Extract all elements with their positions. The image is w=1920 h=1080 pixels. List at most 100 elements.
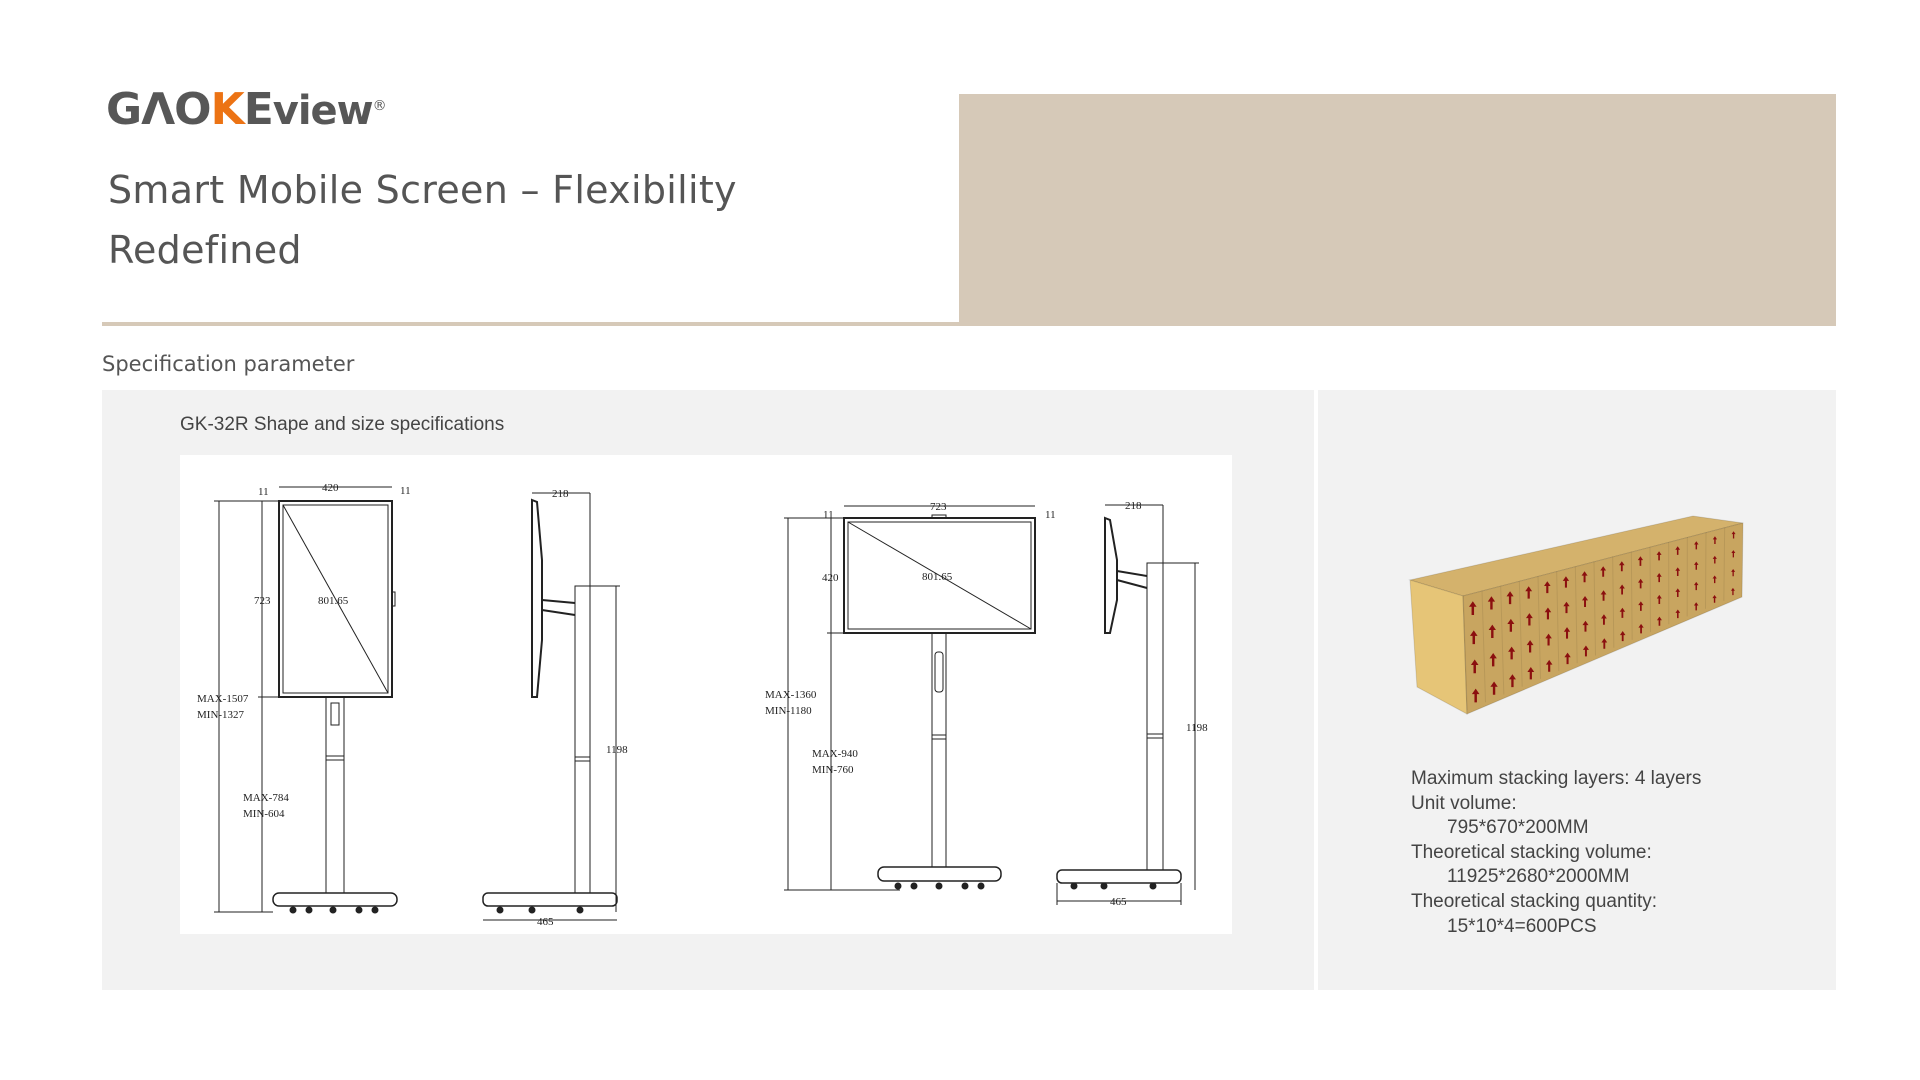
landscape-front-view: 723 11 11 420 801.65 MAX-1360 MIN-1180 M… — [765, 501, 1056, 891]
spec-stack-quantity: 15*10*4=600PCS — [1447, 915, 1597, 937]
stand-base — [482, 892, 618, 907]
this-side-up-arrow-icon — [1469, 601, 1477, 616]
dim-diagonal: 801.65 — [318, 595, 349, 607]
this-side-up-arrow-icon — [1656, 594, 1662, 604]
dim-pole-height: 1198 — [606, 744, 628, 756]
carton-seam — [1593, 561, 1596, 656]
dim-total-min: MIN-1180 — [765, 705, 812, 717]
this-side-up-arrow-icon — [1694, 541, 1699, 550]
dim-total-min: MIN-1327 — [197, 709, 245, 721]
dim-bezel-left: 11 — [823, 509, 834, 521]
spec-label: Theoretical stacking volume: — [1411, 841, 1652, 863]
this-side-up-arrow-icon — [1693, 581, 1699, 591]
dim-bezel-right: 11 — [400, 485, 411, 497]
this-side-up-arrow-icon — [1675, 588, 1681, 598]
this-side-up-arrow-icon — [1563, 627, 1571, 639]
this-side-up-arrow-icon — [1619, 607, 1626, 618]
this-side-up-arrow-icon — [1487, 596, 1496, 610]
this-side-up-arrow-icon — [1506, 591, 1514, 605]
portrait-front-view: 420 11 11 723 801.65 MAX-1507 MIN-1327 M… — [197, 482, 411, 914]
logo-text: view — [272, 88, 374, 134]
carton-seam — [1462, 595, 1468, 711]
this-side-up-arrow-icon — [1582, 620, 1589, 632]
this-side-up-arrow-icon — [1470, 659, 1479, 674]
dim-stand-max: MAX-940 — [812, 748, 858, 760]
this-side-up-arrow-icon — [1471, 688, 1480, 703]
stand-base — [1056, 869, 1182, 884]
this-side-up-arrow-icon — [1508, 646, 1516, 660]
this-side-up-arrow-icon — [1712, 595, 1717, 603]
spec-label: Unit volume: — [1411, 792, 1517, 814]
carton-seam — [1630, 551, 1633, 640]
spec-stack-volume: 11925*2680*2000MM — [1447, 866, 1630, 888]
this-side-up-arrow-icon — [1490, 681, 1498, 695]
dim-total-max: MAX-1360 — [765, 689, 817, 701]
stand-base — [877, 866, 1002, 882]
screen-inner — [847, 521, 1032, 630]
logo-text: K — [210, 84, 245, 135]
carton-seam — [1612, 556, 1615, 648]
stand-pole — [325, 696, 345, 894]
packing-specs: Maximum stacking layers: 4 layers Unit v… — [1411, 767, 1701, 939]
title-line: Smart Mobile Screen – Flexibility — [108, 168, 737, 212]
side-button — [391, 591, 396, 607]
this-side-up-arrow-icon — [1544, 607, 1552, 620]
dim-base: 465 — [1110, 896, 1127, 908]
dim-stand-min: MIN-604 — [243, 808, 285, 820]
this-side-up-arrow-icon — [1601, 614, 1607, 625]
registered-mark: ® — [372, 98, 387, 114]
this-side-up-arrow-icon — [1712, 536, 1718, 544]
this-side-up-arrow-icon — [1731, 550, 1736, 558]
this-side-up-arrow-icon — [1488, 624, 1496, 638]
header-decor-block — [959, 94, 1836, 326]
this-side-up-arrow-icon — [1694, 561, 1699, 570]
this-side-up-arrow-icon — [1675, 546, 1681, 555]
this-side-up-arrow-icon — [1675, 567, 1681, 576]
dim-bezel-right: 11 — [1045, 509, 1056, 521]
carton-seam — [1649, 546, 1651, 633]
carton-seam — [1556, 571, 1560, 672]
dim-total-max: MAX-1507 — [197, 693, 249, 705]
dim-diagonal: 801.65 — [922, 571, 953, 583]
dim-width: 723 — [930, 501, 947, 513]
wheels — [289, 906, 379, 914]
dim-stand-min: MIN-760 — [812, 764, 854, 776]
this-side-up-arrow-icon — [1562, 576, 1570, 588]
packing-panel — [1318, 390, 1836, 990]
this-side-up-arrow-icon — [1600, 566, 1607, 577]
this-side-up-arrow-icon — [1619, 561, 1625, 572]
dim-bezel-left: 11 — [258, 486, 269, 498]
dim-base: 465 — [537, 916, 554, 928]
this-side-up-arrow-icon — [1730, 587, 1735, 596]
section-title: Specification parameter — [102, 352, 355, 376]
this-side-up-arrow-icon — [1582, 595, 1589, 607]
diagonal-line — [847, 521, 1032, 630]
this-side-up-arrow-icon — [1638, 601, 1644, 611]
this-side-up-arrow-icon — [1675, 609, 1681, 619]
this-side-up-arrow-icon — [1619, 631, 1626, 642]
spec-max-layers: Maximum stacking layers: 4 layers — [1411, 768, 1702, 789]
this-side-up-arrow-icon — [1525, 613, 1533, 626]
this-side-up-arrow-icon — [1582, 645, 1589, 657]
this-side-up-arrow-icon — [1600, 590, 1607, 601]
this-side-up-arrow-icon — [1526, 640, 1534, 653]
this-side-up-arrow-icon — [1731, 568, 1736, 577]
logo-text: GΛO — [106, 84, 212, 135]
stand-pole — [1146, 562, 1164, 871]
portrait-side-view: 218 1198 465 — [482, 488, 628, 928]
this-side-up-arrow-icon — [1469, 630, 1478, 645]
this-side-up-arrow-icon — [1489, 653, 1497, 667]
carton-seam — [1574, 566, 1578, 664]
logo-text: E — [243, 84, 274, 135]
stand-base — [272, 892, 398, 907]
camera — [931, 514, 947, 519]
dim-depth: 218 — [552, 488, 569, 500]
drawing-title: GK-32R Shape and size specifications — [180, 414, 505, 435]
this-side-up-arrow-icon — [1731, 531, 1736, 539]
this-side-up-arrow-icon — [1601, 638, 1608, 649]
carton-seam — [1500, 585, 1505, 695]
dim-height: 420 — [822, 572, 839, 584]
this-side-up-arrow-icon — [1638, 578, 1644, 589]
this-side-up-arrow-icon — [1712, 555, 1717, 564]
carton-seam — [1537, 576, 1541, 679]
